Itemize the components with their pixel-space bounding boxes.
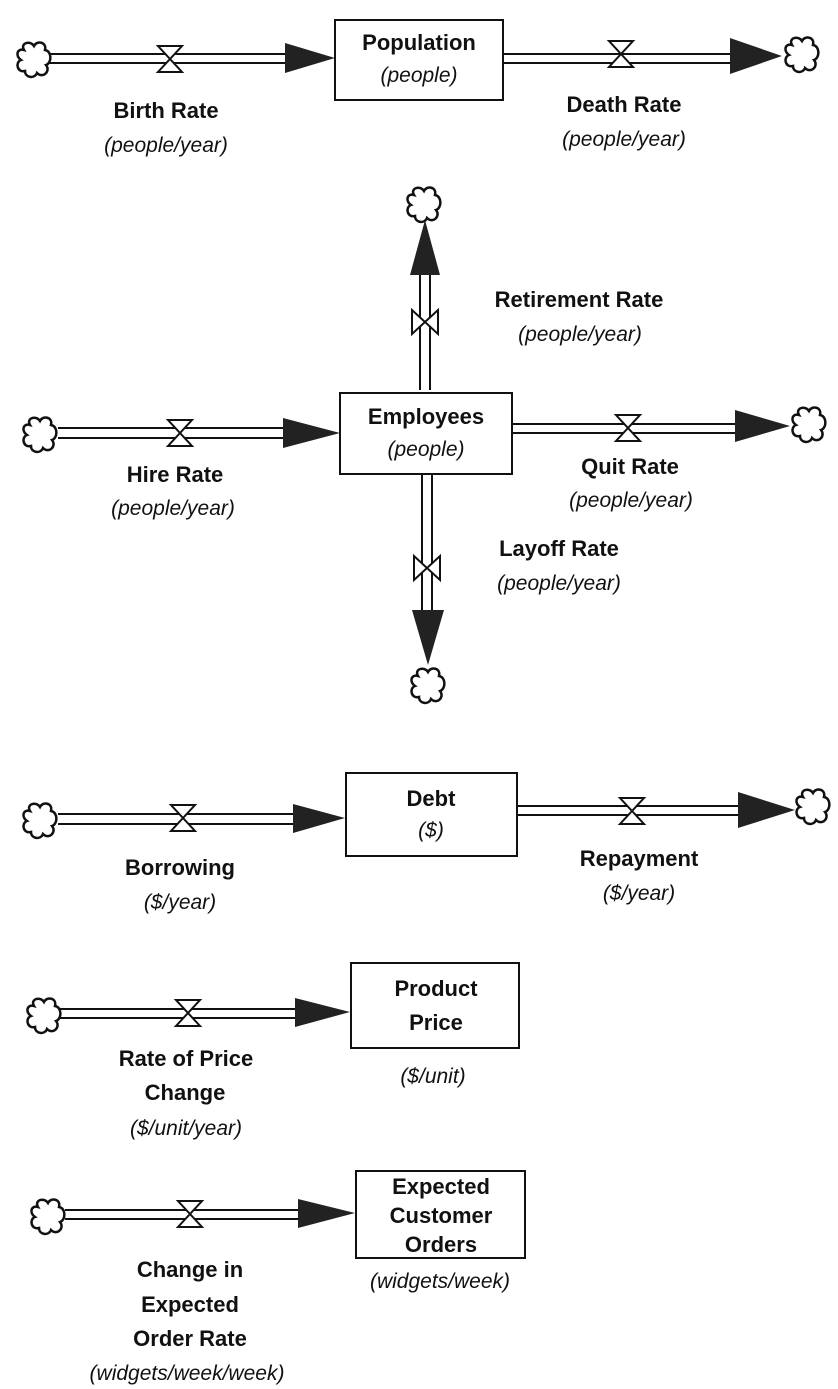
- source-cloud-icon: [30, 1198, 66, 1236]
- employees-stock-name: Employees: [368, 404, 484, 429]
- hire-rate-unit: (people/year): [111, 497, 235, 520]
- population-stock-box: [334, 19, 504, 101]
- borrowing-unit: ($/year): [144, 891, 216, 914]
- sink-cloud-icon: [791, 406, 827, 444]
- source-cloud-icon: [22, 416, 58, 454]
- death-rate-pipe: [503, 38, 782, 74]
- hire-rate-label: Hire Rate: [127, 462, 224, 487]
- expected-orders-name-line1: Expected: [392, 1174, 490, 1199]
- price-change-pipe: [60, 998, 350, 1027]
- debt-stock-name: Debt: [407, 786, 457, 811]
- expected-orders-diagram: Expected Customer Orders (widgets/week) …: [30, 1170, 526, 1385]
- price-change-label-line1: Rate of Price: [119, 1046, 254, 1071]
- sink-cloud-icon: [784, 36, 820, 74]
- retirement-rate-unit: (people/year): [518, 323, 642, 346]
- retirement-rate-label: Retirement Rate: [495, 287, 664, 312]
- debt-diagram: Debt ($) Borrowing ($/year) Repayment ($…: [22, 772, 831, 914]
- retirement-rate-pipe: [410, 220, 440, 390]
- order-rate-change-pipe: [65, 1199, 355, 1228]
- expected-orders-name-line3: Orders: [405, 1232, 477, 1257]
- product-price-name-line1: Product: [394, 976, 478, 1001]
- expected-orders-unit: (widgets/week): [370, 1270, 510, 1293]
- product-price-unit: ($/unit): [400, 1065, 465, 1088]
- borrowing-pipe: [58, 804, 345, 833]
- death-rate-label: Death Rate: [567, 92, 682, 117]
- layoff-rate-pipe: [412, 474, 444, 665]
- layoff-rate-unit: (people/year): [497, 572, 621, 595]
- hire-rate-pipe: [58, 418, 340, 448]
- birth-rate-pipe: [46, 43, 335, 73]
- layoff-rate-valve-icon: [413, 555, 441, 581]
- source-cloud-icon: [26, 997, 62, 1035]
- sink-cloud-icon: [406, 186, 442, 224]
- repayment-valve-icon: [619, 797, 645, 825]
- debt-stock-unit: ($): [418, 819, 444, 842]
- price-change-unit: ($/unit/year): [130, 1117, 242, 1140]
- order-rate-change-unit: (widgets/week/week): [90, 1362, 285, 1385]
- employees-stock-box: [339, 392, 513, 475]
- borrowing-label: Borrowing: [125, 855, 235, 880]
- borrowing-valve-icon: [170, 804, 196, 832]
- quit-rate-valve-icon: [615, 414, 641, 442]
- birth-rate-unit: (people/year): [104, 134, 228, 157]
- order-rate-change-label-line2: Expected: [141, 1292, 239, 1317]
- expected-orders-name-line2: Customer: [390, 1203, 493, 1228]
- birth-rate-label: Birth Rate: [113, 98, 218, 123]
- layoff-rate-label: Layoff Rate: [499, 536, 619, 561]
- price-change-label-line2: Change: [145, 1080, 226, 1105]
- retirement-rate-valve-icon: [411, 309, 439, 335]
- quit-rate-unit: (people/year): [569, 489, 693, 512]
- product-price-name-line2: Price: [409, 1010, 463, 1035]
- population-stock-unit: (people): [380, 64, 457, 87]
- death-rate-unit: (people/year): [562, 128, 686, 151]
- expected-orders-stock-box: [355, 1170, 526, 1259]
- debt-stock-box: [345, 772, 518, 857]
- sink-cloud-icon: [795, 788, 831, 826]
- hire-rate-valve-icon: [167, 419, 193, 447]
- order-rate-change-label-line3: Order Rate: [133, 1326, 247, 1351]
- product-price-stock-box: [350, 962, 520, 1049]
- price-change-valve-icon: [175, 999, 201, 1027]
- employees-stock-unit: (people): [387, 438, 464, 461]
- order-rate-change-valve-icon: [177, 1200, 203, 1228]
- repayment-pipe: [517, 792, 795, 828]
- repayment-label: Repayment: [580, 846, 699, 871]
- population-diagram: Population (people) Birth Rate (people/y…: [16, 19, 820, 157]
- product-price-diagram: Product Price ($/unit) Rate of Price Cha…: [26, 962, 520, 1140]
- sink-cloud-icon: [410, 667, 446, 705]
- source-cloud-icon: [16, 41, 52, 79]
- employees-diagram: Employees (people) Hire Rate (people/yea…: [22, 186, 827, 705]
- repayment-unit: ($/year): [603, 882, 675, 905]
- quit-rate-pipe: [512, 410, 790, 442]
- order-rate-change-label-line1: Change in: [137, 1257, 243, 1282]
- birth-rate-valve-icon: [157, 45, 183, 73]
- quit-rate-label: Quit Rate: [581, 454, 679, 479]
- source-cloud-icon: [22, 802, 58, 840]
- population-stock-name: Population: [362, 30, 476, 55]
